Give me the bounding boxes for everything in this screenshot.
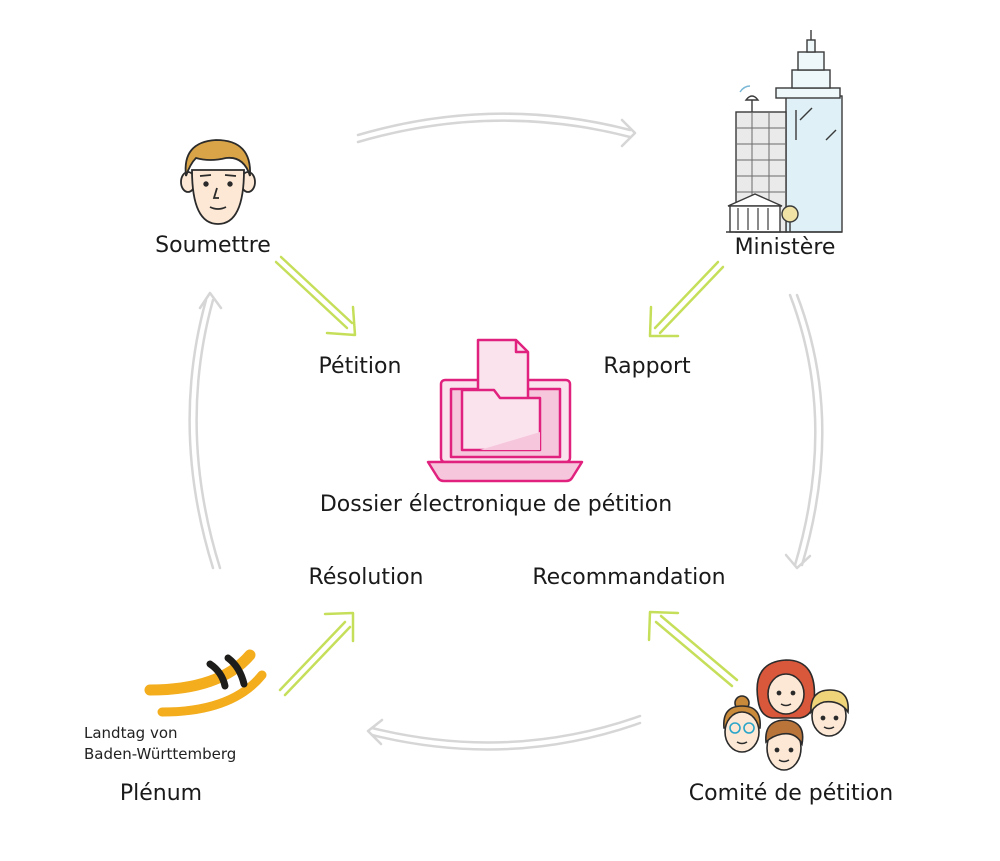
- flow-arrow-recommendation: [647, 610, 739, 688]
- cycle-arrows: [188, 112, 824, 751]
- logo-text-line2: Baden-Württemberg: [84, 745, 237, 763]
- committee-faces-icon: [723, 659, 849, 771]
- dossier-laptop-icon: [426, 338, 584, 483]
- committee-member-blond: [810, 689, 849, 737]
- cycle-arrow-right: [784, 293, 824, 570]
- cycle-arrow-top: [356, 112, 637, 148]
- ministry-building-icon: [726, 30, 843, 233]
- node-label-submit: Soumettre: [155, 233, 271, 258]
- flow-arrow-resolution: [278, 611, 355, 697]
- committee-member-brown-hair: [765, 719, 804, 771]
- committee-member-red-hair: [756, 659, 816, 719]
- flow-label-recommendation: Recommandation: [532, 565, 726, 590]
- node-label-committee: Comité de pétition: [688, 781, 894, 806]
- flow-label-petition: Pétition: [318, 354, 402, 379]
- flow-arrow-petition: [274, 255, 357, 337]
- flow-arrows: [274, 255, 739, 697]
- landtag-logo-icon: [144, 649, 267, 717]
- logo-text-line1: Landtag von: [84, 724, 178, 742]
- committee-member-glasses: [723, 695, 761, 753]
- cycle-arrow-bottom: [366, 714, 642, 751]
- flow-arrow-report: [648, 260, 725, 338]
- dossier-label: Dossier électronique de pétition: [319, 492, 673, 517]
- citizen-face-icon: [180, 139, 256, 225]
- node-label-ministry: Ministère: [734, 235, 836, 260]
- flow-label-report: Rapport: [603, 354, 691, 379]
- flow-label-resolution: Résolution: [308, 565, 424, 590]
- cycle-arrow-left: [188, 291, 223, 570]
- node-label-plenary: Plénum: [119, 781, 203, 806]
